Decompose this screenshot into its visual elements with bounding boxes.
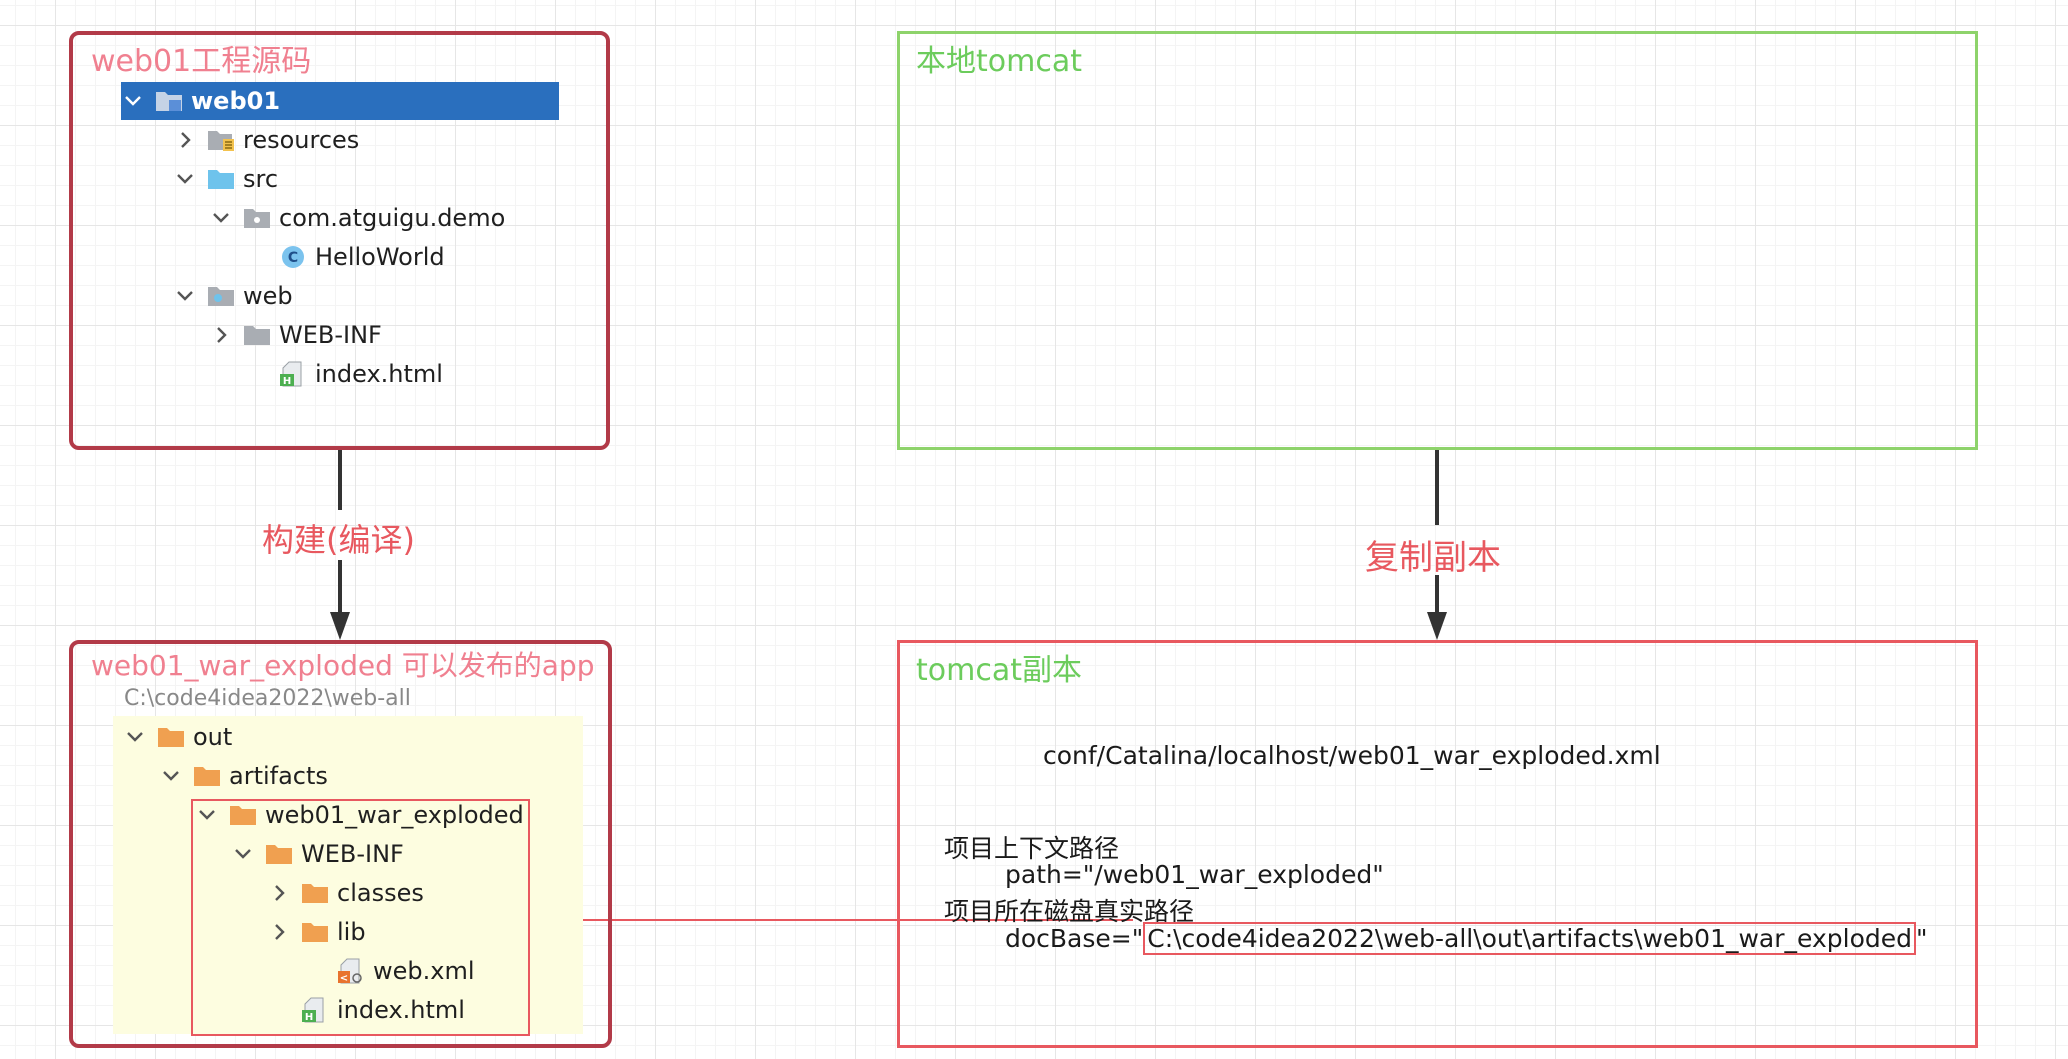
tree-row-web[interactable]: web (173, 277, 293, 315)
local-tomcat-box: 本地tomcat (897, 31, 1978, 450)
chevron-down-icon[interactable] (209, 206, 233, 230)
source-folder-icon (207, 166, 235, 192)
tree-row-helloworld[interactable]: C HelloWorld (245, 238, 445, 276)
chevron-down-icon[interactable] (173, 167, 197, 191)
folder-icon (243, 322, 271, 348)
svg-text:H: H (305, 1012, 313, 1023)
context-path-label: 项目上下文路径 (944, 834, 1120, 863)
chevron-spacer (245, 362, 269, 386)
build-arrow-head (330, 612, 350, 640)
chevron-down-icon[interactable] (123, 725, 147, 749)
orange-folder-icon (193, 763, 221, 789)
tree-row-lib[interactable]: lib (267, 913, 366, 951)
tree-row-com-atguigu-demo[interactable]: com.atguigu.demo (209, 199, 505, 237)
source-project-title: web01工程源码 (91, 44, 312, 79)
chevron-down-icon[interactable] (195, 803, 219, 827)
exploded-app-box: web01_war_exploded 可以发布的app C:\code4idea… (69, 640, 612, 1048)
tree-item-label: WEB-INF (301, 840, 404, 868)
orange-folder-icon (229, 802, 257, 828)
tree-row-classes[interactable]: classes (267, 874, 424, 912)
tree-item-label: web.xml (373, 957, 475, 985)
tree-item-label: src (243, 165, 279, 193)
chevron-down-icon[interactable] (173, 284, 197, 308)
tree-item-label: classes (337, 879, 424, 907)
tree-row-web01[interactable]: web01 (121, 82, 559, 120)
tree-item-label: WEB-INF (279, 321, 382, 349)
tree-row-artifacts[interactable]: artifacts (159, 757, 328, 795)
tree-row-web-inf[interactable]: WEB-INF (209, 316, 382, 354)
tree-item-label: out (193, 723, 233, 751)
orange-folder-icon (157, 724, 185, 750)
tree-row-src[interactable]: src (173, 160, 278, 198)
tree-row-resources[interactable]: resources (173, 121, 359, 159)
tree-row-out[interactable]: out (123, 718, 232, 756)
docbase-prefix: docBase=" (1005, 924, 1144, 953)
orange-folder-icon (301, 919, 329, 945)
exploded-app-title: web01_war_exploded 可以发布的app (91, 649, 595, 682)
tree-item-label: web01 (191, 87, 281, 115)
svg-text:C: C (288, 250, 298, 266)
html-file-icon: H (301, 997, 329, 1023)
chevron-right-icon[interactable] (209, 323, 233, 347)
tree-item-label: resources (243, 126, 360, 154)
chevron-right-icon[interactable] (267, 881, 291, 905)
config-file-path: conf/Catalina/localhost/web01_war_explod… (1043, 741, 1661, 770)
html-file-icon: H (279, 361, 307, 387)
tomcat-copy-title: tomcat副本 (916, 653, 1082, 688)
docbase-line: docBase="C:\code4idea2022\web-all\out\ar… (1005, 922, 1928, 955)
svg-text:H: H (283, 376, 291, 387)
tree-item-label: artifacts (229, 762, 328, 790)
chevron-down-icon[interactable] (231, 842, 255, 866)
tree-row-web-xml[interactable]: < web.xml (303, 952, 475, 990)
exploded-highlight-box (191, 799, 530, 1036)
chevron-spacer (245, 245, 269, 269)
resources-folder-icon (207, 127, 235, 153)
tree-item-label: index.html (337, 996, 465, 1024)
disk-path-label: 项目所在磁盘真实路径 (944, 897, 1195, 926)
tree-item-label: com.atguigu.demo (279, 204, 506, 232)
copy-arrow-label: 复制副本 (1365, 538, 1501, 578)
chevron-down-icon[interactable] (159, 764, 183, 788)
web-folder-icon (207, 283, 235, 309)
chevron-right-icon[interactable] (267, 920, 291, 944)
tree-item-label: web (243, 282, 293, 310)
context-path-value: path="/web01_war_exploded" (1005, 860, 1384, 889)
copy-arrow-head (1427, 612, 1447, 640)
local-tomcat-title: 本地tomcat (916, 44, 1082, 79)
java-class-icon: C (279, 244, 307, 270)
build-arrow-label: 构建(编译) (262, 521, 415, 559)
xml-file-icon: < (337, 958, 365, 984)
tree-item-label: lib (337, 918, 366, 946)
docbase-suffix: " (1916, 924, 1928, 953)
tomcat-copy-box: tomcat副本 conf/Catalina/localhost/web01_w… (897, 640, 1978, 1048)
orange-folder-icon (265, 841, 293, 867)
chevron-right-icon[interactable] (173, 128, 197, 152)
tree-row-web-inf[interactable]: WEB-INF (231, 835, 404, 873)
orange-folder-icon (301, 880, 329, 906)
module-folder-icon (155, 88, 183, 114)
svg-text:<: < (340, 973, 348, 984)
docbase-value: C:\code4idea2022\web-all\out\artifacts\w… (1143, 922, 1916, 955)
tree-item-label: web01_war_exploded (265, 801, 524, 829)
tree-row-web01-war-exploded[interactable]: web01_war_exploded (195, 796, 524, 834)
tree-item-label: HelloWorld (315, 243, 445, 271)
exploded-app-path: C:\code4idea2022\web-all (124, 686, 411, 711)
tree-item-label: index.html (315, 360, 443, 388)
package-icon (243, 205, 271, 231)
chevron-down-icon[interactable] (121, 89, 145, 113)
